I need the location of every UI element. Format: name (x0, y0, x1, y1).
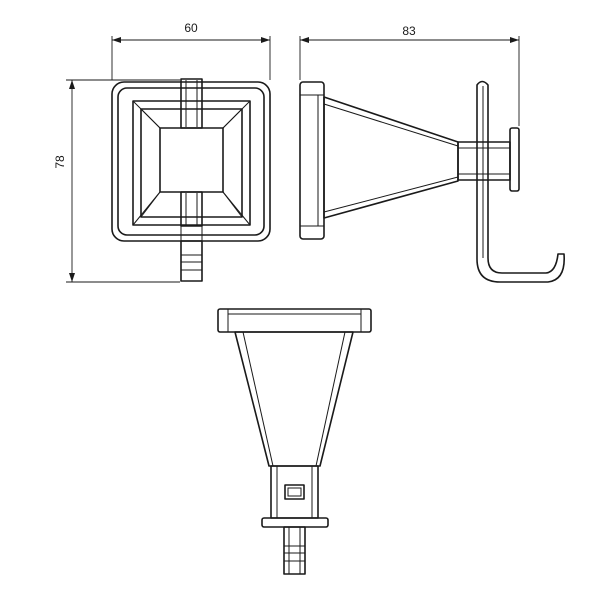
front-bevel-diag-br2 (222, 191, 243, 218)
front-inner-plate (117, 87, 265, 236)
top-window-inner (287, 487, 302, 497)
height-dimension: 78 (53, 79, 180, 283)
depth-label: 83 (402, 24, 416, 38)
width-arrow-left (112, 37, 121, 43)
front-view (111, 78, 271, 282)
side-end-cap (509, 127, 520, 192)
front-bevel-diag-bl2 (140, 191, 161, 218)
depth-dimension: 83 (299, 24, 520, 126)
depth-arrow-right (510, 37, 519, 43)
top-end-cap (261, 517, 329, 528)
depth-arrow-left (300, 37, 309, 43)
side-view (299, 80, 565, 283)
front-hook-bar-top (180, 78, 203, 129)
side-back-plate (299, 81, 325, 240)
height-label: 78 (53, 155, 67, 169)
top-tapered-arm (234, 331, 354, 467)
front-bevel-diag-tr2 (222, 108, 243, 129)
side-arm-edge-top (323, 103, 459, 147)
width-arrow-right (261, 37, 270, 43)
top-plate (217, 308, 372, 333)
top-arm-edge-right (315, 331, 346, 467)
front-hook-bar-mid (180, 191, 203, 227)
height-arrow-bottom (69, 273, 75, 282)
top-arm-edge-left (242, 331, 274, 467)
side-hook (476, 80, 565, 283)
height-arrow-top (69, 80, 75, 89)
front-bevel-diag-tl2 (140, 108, 161, 129)
front-bevel-outer (132, 100, 251, 226)
width-label: 60 (184, 21, 198, 35)
top-window (284, 484, 305, 500)
side-tapered-arm (323, 96, 459, 219)
front-center-square (159, 127, 224, 193)
top-view (217, 308, 372, 575)
top-connector-block (270, 465, 319, 519)
front-hook-tip (180, 240, 203, 282)
width-dimension: 60 (111, 21, 271, 80)
top-hook-tip (283, 526, 306, 575)
front-bevel-inner (140, 108, 243, 218)
side-arm-edge-bottom (323, 176, 459, 213)
